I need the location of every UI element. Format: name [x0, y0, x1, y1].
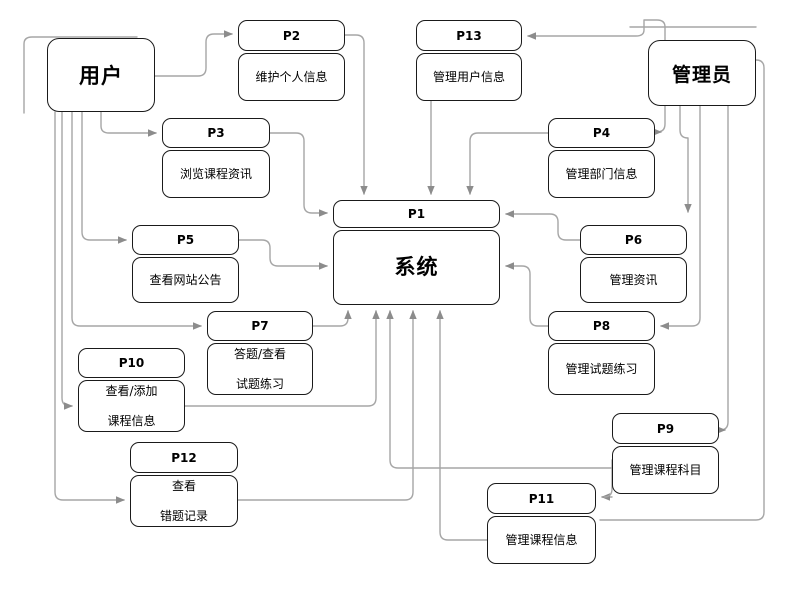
process-header-p6[interactable]: P6: [580, 225, 687, 255]
process-label-p13-line1: 管理用户信息: [432, 69, 505, 84]
process-header-p1[interactable]: P1: [333, 200, 500, 228]
flow-admin-p9: [717, 105, 729, 434]
flow-admin-p6: [679, 105, 692, 213]
actor-user-label: 用户: [79, 64, 123, 88]
actor-admin[interactable]: 管理员: [648, 40, 756, 106]
process-code-p6: P6: [624, 233, 643, 247]
flow-p4-p1: [466, 132, 549, 195]
flow-user-p10: [61, 111, 73, 410]
process-code-p2: P2: [282, 28, 301, 43]
process-body-p4[interactable]: 管理部门信息: [548, 150, 655, 198]
process-code-p7: P7: [251, 319, 269, 333]
process-header-p3[interactable]: P3: [162, 118, 270, 148]
flow-p6-p1: [505, 210, 581, 241]
flow-user-p2: [154, 30, 233, 77]
process-body-p7[interactable]: 答题/查看 试题练习: [207, 343, 313, 395]
flow-user-p3: [100, 111, 157, 137]
process-code-p5: P5: [176, 233, 195, 247]
process-code-p12: P12: [171, 450, 197, 465]
process-body-p5[interactable]: 查看网站公告: [132, 257, 239, 303]
process-header-p8[interactable]: P8: [548, 311, 655, 341]
process-header-p9[interactable]: P9: [612, 413, 719, 444]
process-body-p9[interactable]: 管理课程科目: [612, 446, 719, 494]
process-label-p3-line1: 浏览课程资讯: [179, 166, 252, 181]
process-header-p5[interactable]: P5: [132, 225, 239, 255]
process-label-p4-line1: 管理部门信息: [565, 166, 638, 181]
process-label-p10-line1: 查看/添加: [105, 383, 158, 398]
flow-p8-p1: [505, 262, 549, 327]
process-label-p9-line1: 管理课程科目: [629, 462, 702, 477]
process-header-p13[interactable]: P13: [416, 20, 522, 51]
process-label-p5-line1: 查看网站公告: [149, 272, 222, 287]
process-code-p8: P8: [592, 319, 611, 333]
process-body-p2[interactable]: 维护个人信息: [238, 53, 345, 101]
process-header-p4[interactable]: P4: [548, 118, 655, 148]
actor-user[interactable]: 用户: [47, 38, 155, 112]
flow-p2-p1: [344, 34, 368, 195]
actor-admin-label: 管理员: [671, 63, 732, 86]
flow-p11-p1: [436, 310, 488, 541]
process-label-p6-line1: 管理资讯: [609, 272, 658, 287]
process-label-p12-line2: 错题记录: [159, 508, 208, 523]
process-body-p3[interactable]: 浏览课程资讯: [162, 150, 270, 198]
flow-admin-p4: [653, 105, 666, 136]
process-code-p11: P11: [528, 491, 555, 506]
process-header-p12[interactable]: P12: [130, 442, 238, 473]
flow-p7-p1: [312, 310, 352, 327]
process-body-p13[interactable]: 管理用户信息: [416, 53, 522, 101]
process-header-p10[interactable]: P10: [78, 348, 185, 378]
flow-p9-p11-elbow: [603, 459, 613, 498]
process-code-p13: P13: [456, 28, 482, 43]
process-label-p2-line1: 维护个人信息: [255, 69, 328, 84]
process-code-p3: P3: [207, 126, 225, 140]
flow-p3-p1: [269, 132, 328, 217]
process-body-p1[interactable]: 系统: [333, 230, 500, 305]
process-code-p10: P10: [118, 356, 145, 370]
process-body-p12[interactable]: 查看 错题记录: [130, 475, 238, 527]
process-label-p7-line1: 答题/查看: [233, 346, 287, 361]
process-header-p2[interactable]: P2: [238, 20, 345, 51]
process-label-p1: 系统: [394, 255, 439, 280]
flow-user-p5: [81, 111, 127, 244]
process-label-p11-line1: 管理课程信息: [505, 532, 578, 547]
process-body-p8[interactable]: 管理试题练习: [548, 343, 655, 395]
process-code-p4: P4: [592, 126, 611, 140]
flow-p5-p1: [238, 239, 328, 270]
process-label-p7-line2: 试题练习: [235, 376, 284, 391]
process-body-p6[interactable]: 管理资讯: [580, 257, 687, 303]
flow-user-p12: [54, 111, 125, 504]
process-body-p10[interactable]: 查看/添加 课程信息: [78, 380, 185, 432]
process-label-p10-line2: 课程信息: [107, 413, 156, 428]
flow-admin-p13: [527, 19, 666, 41]
process-label-p12-line1: 查看: [171, 478, 196, 493]
process-header-p11[interactable]: P11: [487, 483, 596, 514]
process-header-p7[interactable]: P7: [207, 311, 313, 341]
process-code-p9: P9: [656, 421, 675, 436]
process-code-p1: P1: [407, 207, 426, 221]
process-label-p8-line1: 管理试题练习: [565, 361, 638, 376]
process-body-p11[interactable]: 管理课程信息: [487, 516, 596, 564]
